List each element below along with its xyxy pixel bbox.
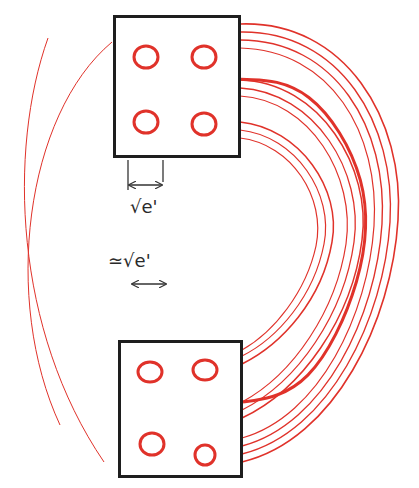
fiber-end	[134, 46, 158, 68]
fiber-end	[140, 433, 164, 455]
fiber-end	[138, 362, 162, 382]
dimension-label: ≃√e'	[106, 250, 153, 271]
dimension-tick	[127, 160, 128, 190]
thin-arcs	[24, 38, 112, 462]
thin-arc	[24, 38, 104, 462]
fiber-end	[193, 360, 217, 380]
fiber-end	[192, 46, 216, 68]
fiber-end	[195, 445, 215, 465]
thin-arc	[28, 42, 112, 425]
fiber-end	[192, 113, 216, 135]
fiber-strand	[240, 130, 326, 356]
fiber-strand	[240, 80, 363, 418]
fiber-strand	[240, 32, 390, 454]
dimension-arrow	[132, 283, 166, 284]
fiber-strand	[240, 24, 399, 462]
fiber-bundle	[241, 79, 366, 402]
dimension-label: √e'	[128, 196, 160, 217]
fiber-strand	[240, 88, 355, 410]
dimension-tick	[162, 160, 163, 182]
terminal-square	[113, 15, 241, 158]
fiber-bundles	[240, 24, 399, 462]
terminal-square	[118, 340, 243, 478]
fiber-strand	[240, 96, 347, 402]
fiber-strand	[240, 122, 333, 364]
fiber-end	[134, 111, 158, 133]
fiber-strand	[240, 40, 382, 446]
dimension-arrow	[129, 184, 162, 185]
fiber-strand	[240, 48, 374, 438]
fiber-strand	[240, 138, 318, 350]
